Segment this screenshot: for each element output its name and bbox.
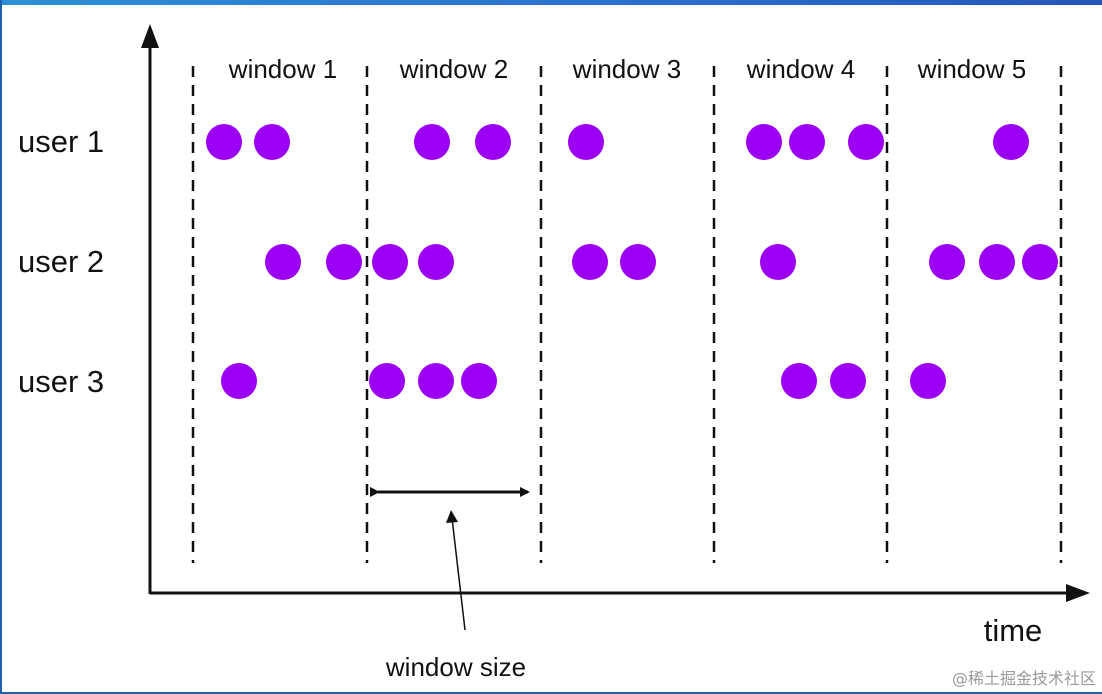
user-label-1: user 1 — [18, 124, 104, 159]
window-size-label: window size — [385, 652, 526, 682]
event-dots — [206, 124, 1058, 399]
window-label-1: window 1 — [228, 54, 337, 84]
window-label-4: window 4 — [746, 54, 855, 84]
event-dot-user2-window3-1 — [572, 244, 608, 280]
event-dot-user1-window1-2 — [254, 124, 290, 160]
event-dot-user2-window5-1 — [929, 244, 965, 280]
event-dot-user1-window4-1 — [746, 124, 782, 160]
window-size-pointer — [451, 517, 466, 631]
event-dot-user1-window4-2 — [789, 124, 825, 160]
event-dot-user3-window2-1 — [369, 363, 405, 399]
event-dot-user3-window2-3 — [461, 363, 497, 399]
event-dot-user3-window2-2 — [418, 363, 454, 399]
event-dot-user2-window2-1 — [372, 244, 408, 280]
event-dot-user2-window5-2 — [979, 244, 1015, 280]
event-dot-user2-window4-1 — [760, 244, 796, 280]
left-border — [0, 0, 2, 694]
window-label-5: window 5 — [917, 54, 1026, 84]
event-dot-user3-window1-1 — [221, 363, 257, 399]
user-label-3: user 3 — [18, 364, 104, 399]
event-dot-user2-window3-2 — [620, 244, 656, 280]
event-dot-user1-window4-3 — [848, 124, 884, 160]
event-dot-user1-window1-1 — [206, 124, 242, 160]
event-dot-user3-window5-1 — [910, 363, 946, 399]
top-accent-bar — [0, 0, 1102, 5]
window-boundaries — [191, 66, 1063, 563]
y-axis-arrowhead — [141, 24, 159, 48]
event-dot-user1-window5-1 — [993, 124, 1029, 160]
event-dot-user2-window1-2 — [326, 244, 362, 280]
bottom-border — [0, 692, 1102, 694]
x-axis-label: time — [984, 613, 1043, 648]
event-dot-user3-window4-1 — [781, 363, 817, 399]
window-label-2: window 2 — [399, 54, 508, 84]
user-label-2: user 2 — [18, 244, 104, 279]
event-dot-user1-window2-2 — [475, 124, 511, 160]
window-size-pointer-arrowhead — [446, 510, 458, 523]
event-dot-user2-window5-3 — [1022, 244, 1058, 280]
window-label-3: window 3 — [572, 54, 681, 84]
event-dot-user1-window3-1 — [568, 124, 604, 160]
x-axis-arrowhead — [1066, 584, 1090, 602]
watermark: @稀土掘金技术社区 — [951, 669, 1096, 688]
event-dot-user1-window2-1 — [414, 124, 450, 160]
event-dot-user2-window2-2 — [418, 244, 454, 280]
event-dot-user2-window1-1 — [265, 244, 301, 280]
event-dot-user3-window4-2 — [830, 363, 866, 399]
